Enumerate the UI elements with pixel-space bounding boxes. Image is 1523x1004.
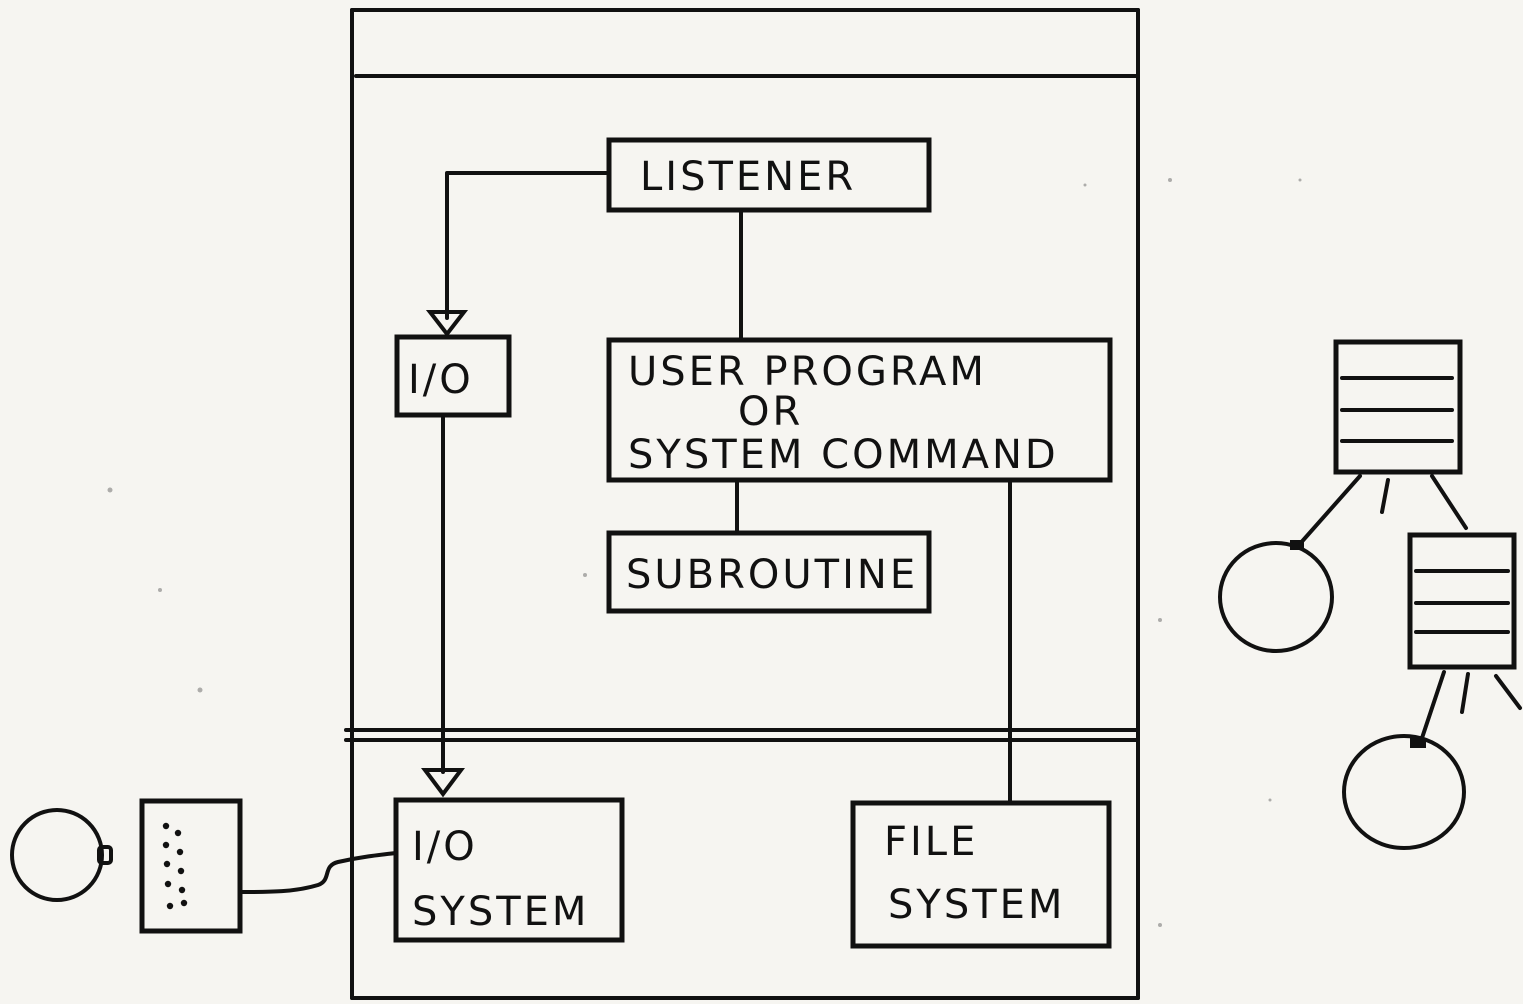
file-page-icon	[1336, 342, 1460, 472]
user-program-box: USER PROGRAM OR SYSTEM COMMAND	[609, 340, 1110, 480]
io-system-box: I/O SYSTEM	[396, 800, 622, 940]
disk-circle-icon	[1220, 543, 1332, 651]
io-label: I/O	[408, 357, 474, 403]
connectors	[425, 173, 1010, 801]
file-tree	[1220, 342, 1520, 848]
terminal-knob-icon	[99, 847, 111, 863]
user-program-line2: OR	[738, 389, 803, 435]
file-system-line2: SYSTEM	[888, 882, 1065, 928]
io-system-line1: I/O	[412, 824, 478, 870]
listener-to-io-line	[447, 173, 606, 318]
io-box: I/O	[397, 337, 509, 415]
io-system-line2: SYSTEM	[412, 889, 589, 935]
terminal-circle-icon	[12, 810, 102, 900]
file-system-box: FILE SYSTEM	[853, 803, 1109, 946]
terminal-device	[12, 801, 396, 931]
listener-box: LISTENER	[609, 140, 929, 210]
subroutine-label: SUBROUTINE	[626, 552, 918, 598]
user-program-line3: SYSTEM COMMAND	[628, 432, 1059, 478]
subroutine-box: SUBROUTINE	[609, 533, 929, 611]
user-program-line1: USER PROGRAM	[628, 349, 987, 395]
disk-circle-icon	[1344, 736, 1464, 848]
listener-label: LISTENER	[640, 154, 856, 200]
file-system-line1: FILE	[884, 819, 978, 865]
cable-line	[242, 853, 396, 892]
keypad-dots	[163, 823, 187, 909]
keypad-icon	[142, 801, 240, 931]
